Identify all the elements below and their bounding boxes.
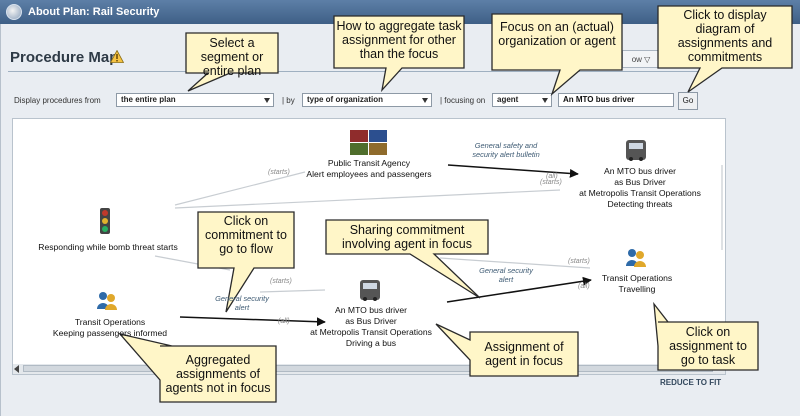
callout-focus-bubble: [491, 13, 623, 97]
app-icon: [6, 4, 22, 20]
reduce-to-fit-link[interactable]: REDUCE TO FIT: [660, 378, 722, 387]
callout-sharing-bubble: [325, 219, 489, 299]
callout-segment: Select a segment or entire plan: [200, 36, 264, 78]
header-divider: [8, 71, 712, 72]
focus-entity-value: An MTO bus driver: [563, 95, 635, 104]
transit-vehicles-icon[interactable]: [350, 130, 387, 155]
flow-line[interactable]: [439, 257, 591, 269]
page-title: Procedure Map: [10, 49, 119, 66]
display-from-label: Display procedures from: [14, 96, 101, 105]
callout-display-bubble: [657, 5, 793, 93]
callout-focus: Focus on an (actual) organization or age…: [498, 20, 616, 48]
callout-aggregated: Aggregated assignments of agents not in …: [165, 353, 271, 395]
starts-label: (starts): [568, 258, 590, 265]
starts-label: (starts): [270, 278, 292, 285]
focus-type-value: agent: [497, 95, 519, 104]
procedure-toolbar: Display procedures from the entire plan …: [10, 92, 710, 110]
callout-click-assignment-bubble: [653, 301, 759, 371]
starts-label: (starts): [540, 179, 562, 186]
edge-label-alert-left[interactable]: General security alert: [215, 294, 269, 312]
callout-aggregate-bubble: [333, 15, 465, 93]
view-button-label: ow: [631, 54, 642, 64]
go-button[interactable]: Go: [678, 92, 698, 110]
traffic-light-icon[interactable]: [100, 208, 110, 234]
callout-aggregated-bubble: [118, 332, 277, 403]
node-bomb-threat[interactable]: Responding while bomb threat starts: [38, 242, 178, 252]
all-label: (all): [546, 173, 558, 180]
callout-click-commitment: Click on commitment to go to flow: [205, 214, 287, 256]
agents-group-icon[interactable]: [97, 292, 117, 310]
node-pta[interactable]: Public Transit Agency Alert employees an…: [306, 158, 432, 179]
focus-label: | focusing on: [440, 96, 486, 105]
commitment-arrow-left[interactable]: [179, 316, 326, 327]
aggregation-select-value: type of organization: [307, 95, 383, 104]
chevron-down-icon: [542, 98, 548, 103]
focus-entity-input[interactable]: An MTO bus driver: [558, 93, 674, 107]
node-transit-informing[interactable]: Transit Operations Keeping passengers in…: [52, 317, 168, 338]
flow-line[interactable]: [174, 171, 306, 206]
callout-click-commitment-bubble: [197, 211, 295, 313]
edge-label-bulletin[interactable]: General safety and security alert bullet…: [472, 141, 540, 159]
bus-icon[interactable]: [626, 140, 646, 161]
agents-group-icon[interactable]: [626, 249, 646, 267]
callout-click-assignment: Click on assignment to go to task: [669, 325, 747, 367]
aggregation-select[interactable]: type of organization: [302, 93, 432, 107]
flow-line[interactable]: [174, 189, 561, 209]
all-label: (all): [278, 318, 290, 325]
chevron-down-icon: [422, 98, 428, 103]
focus-type-select[interactable]: agent: [492, 93, 552, 107]
chevron-down-icon: [264, 98, 270, 103]
edge-label-alert-mid[interactable]: General security alert: [479, 266, 533, 284]
by-label: | by: [282, 96, 295, 105]
starts-label: (starts): [268, 169, 290, 176]
all-label: (all): [578, 283, 590, 290]
bus-icon[interactable]: [360, 280, 380, 301]
callout-display-diagram: Click to display diagram of assignments …: [677, 8, 773, 64]
warning-icon[interactable]: [110, 50, 124, 63]
callout-assignment-focus-bubble: [435, 323, 579, 377]
node-mto-detecting[interactable]: An MTO bus driver as Bus Driver at Metro…: [579, 166, 701, 209]
node-transit-travelling[interactable]: Transit Operations Travelling: [601, 273, 673, 294]
window-title: About Plan: Rail Security: [28, 6, 160, 18]
callout-segment-bubble: [185, 32, 279, 92]
callout-sharing: Sharing commitment involving agent in fo…: [342, 223, 472, 251]
segment-select-value: the entire plan: [121, 95, 176, 104]
node-mto-driving[interactable]: An MTO bus driver as Bus Driver at Metro…: [310, 305, 432, 348]
flow-line[interactable]: [259, 289, 326, 293]
callout-aggregate: How to aggregate task assignment for oth…: [336, 19, 462, 61]
commitment-arrow-bulletin[interactable]: [447, 164, 579, 178]
segment-select[interactable]: the entire plan: [116, 93, 274, 107]
callout-assignment-focus: Assignment of agent in focus: [484, 340, 564, 368]
commitment-arrow-shared[interactable]: [446, 276, 592, 303]
scroll-left-icon[interactable]: [14, 365, 19, 373]
